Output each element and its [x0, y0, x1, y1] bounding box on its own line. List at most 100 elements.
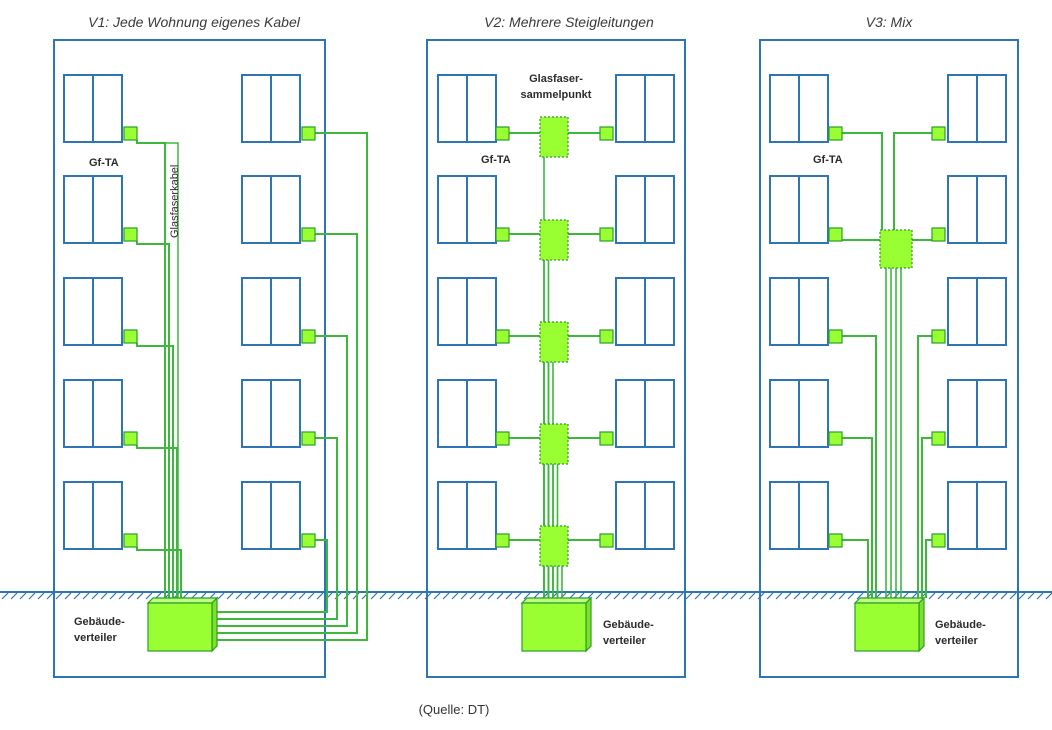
title-v1: V1: Jede Wohnung eigenes Kabel — [88, 14, 301, 30]
ground-hatch — [829, 592, 837, 600]
distributor-front — [147, 602, 213, 652]
window — [437, 277, 497, 346]
fiber-outlet — [599, 533, 614, 548]
label-distributor-v2-line2: verteiler — [603, 635, 647, 647]
window — [241, 481, 301, 550]
ground-hatch — [127, 592, 135, 600]
ground-hatch — [478, 592, 486, 600]
window — [947, 74, 1007, 143]
ground-hatch — [316, 592, 324, 600]
collection-point — [539, 525, 569, 567]
window — [63, 175, 123, 244]
fiber-outlet — [931, 533, 946, 548]
ground-hatch — [46, 592, 54, 600]
ground-hatch — [64, 592, 72, 600]
ground-hatch — [649, 592, 657, 600]
ground-hatch — [379, 592, 387, 600]
fiber-outlet — [301, 431, 316, 446]
fiber-line — [842, 437, 873, 598]
window — [241, 175, 301, 244]
ground-hatch — [244, 592, 252, 600]
window — [769, 175, 829, 244]
ground-hatch — [658, 592, 666, 600]
label-ta-v3: Gf-TA — [813, 154, 843, 166]
fiber-outlet — [301, 126, 316, 141]
ground-hatch — [1018, 592, 1026, 600]
fiber-line — [212, 132, 368, 641]
ground-hatch — [82, 592, 90, 600]
ground-hatch — [370, 592, 378, 600]
distributor-top — [146, 597, 219, 604]
ground-hatch — [964, 592, 972, 600]
distributor-top — [520, 597, 593, 604]
window — [615, 175, 675, 244]
ground-hatch — [262, 592, 270, 600]
window — [769, 379, 829, 448]
collection-point — [539, 321, 569, 363]
fiber-outlet — [495, 227, 510, 242]
ground-hatch — [937, 592, 945, 600]
ground-hatch — [397, 592, 405, 600]
fiber-line — [136, 140, 166, 598]
fiber-outlet — [828, 126, 843, 141]
fiber-outlet — [495, 329, 510, 344]
window — [947, 481, 1007, 550]
ground-hatch — [442, 592, 450, 600]
ground-hatch — [460, 592, 468, 600]
ground-hatch — [388, 592, 396, 600]
ground-hatch — [514, 592, 522, 600]
fiber-outlet — [828, 329, 843, 344]
ground-hatch — [928, 592, 936, 600]
ground-hatch — [406, 592, 414, 600]
fiber-line — [893, 132, 932, 232]
fiber-outlet — [931, 126, 946, 141]
ground-hatch — [523, 592, 531, 600]
fiber-line — [136, 343, 174, 598]
ground-hatch — [703, 592, 711, 600]
ground-hatch — [667, 592, 675, 600]
ground-hatch — [1, 592, 9, 600]
ground-hatch — [1027, 592, 1035, 600]
distributor-front — [854, 602, 920, 652]
ground-hatch — [235, 592, 243, 600]
title-v3: V3: Mix — [866, 14, 914, 30]
ground-hatch — [73, 592, 81, 600]
ground-hatch — [595, 592, 603, 600]
ground-hatch — [766, 592, 774, 600]
window — [63, 481, 123, 550]
window — [437, 481, 497, 550]
ground-hatch — [775, 592, 783, 600]
ground-hatch — [226, 592, 234, 600]
ground-hatch — [505, 592, 513, 600]
ground-hatch — [136, 592, 144, 600]
ground-hatch — [487, 592, 495, 600]
building-distributor — [520, 596, 593, 653]
fiber-line — [925, 539, 932, 598]
ground-hatch — [730, 592, 738, 600]
window — [947, 277, 1007, 346]
ground-hatch — [1000, 592, 1008, 600]
ground-hatch — [847, 592, 855, 600]
window — [947, 175, 1007, 244]
window — [769, 277, 829, 346]
window — [947, 379, 1007, 448]
distributor-top — [853, 597, 926, 604]
ground-hatch — [307, 592, 315, 600]
fiber-line — [212, 539, 328, 613]
fiber-outlet — [599, 126, 614, 141]
window — [241, 277, 301, 346]
fiber-line — [136, 445, 178, 598]
ground-hatch — [811, 592, 819, 600]
ground-hatch — [280, 592, 288, 600]
ground-hatch — [1045, 592, 1052, 600]
fiber-outlet — [495, 431, 510, 446]
ground-hatch — [415, 592, 423, 600]
window — [63, 74, 123, 143]
window — [615, 277, 675, 346]
source-note: (Quelle: DT) — [419, 702, 490, 717]
window — [63, 379, 123, 448]
ground-hatch — [973, 592, 981, 600]
fiber-outlet — [301, 227, 316, 242]
fiber-outlet — [301, 329, 316, 344]
